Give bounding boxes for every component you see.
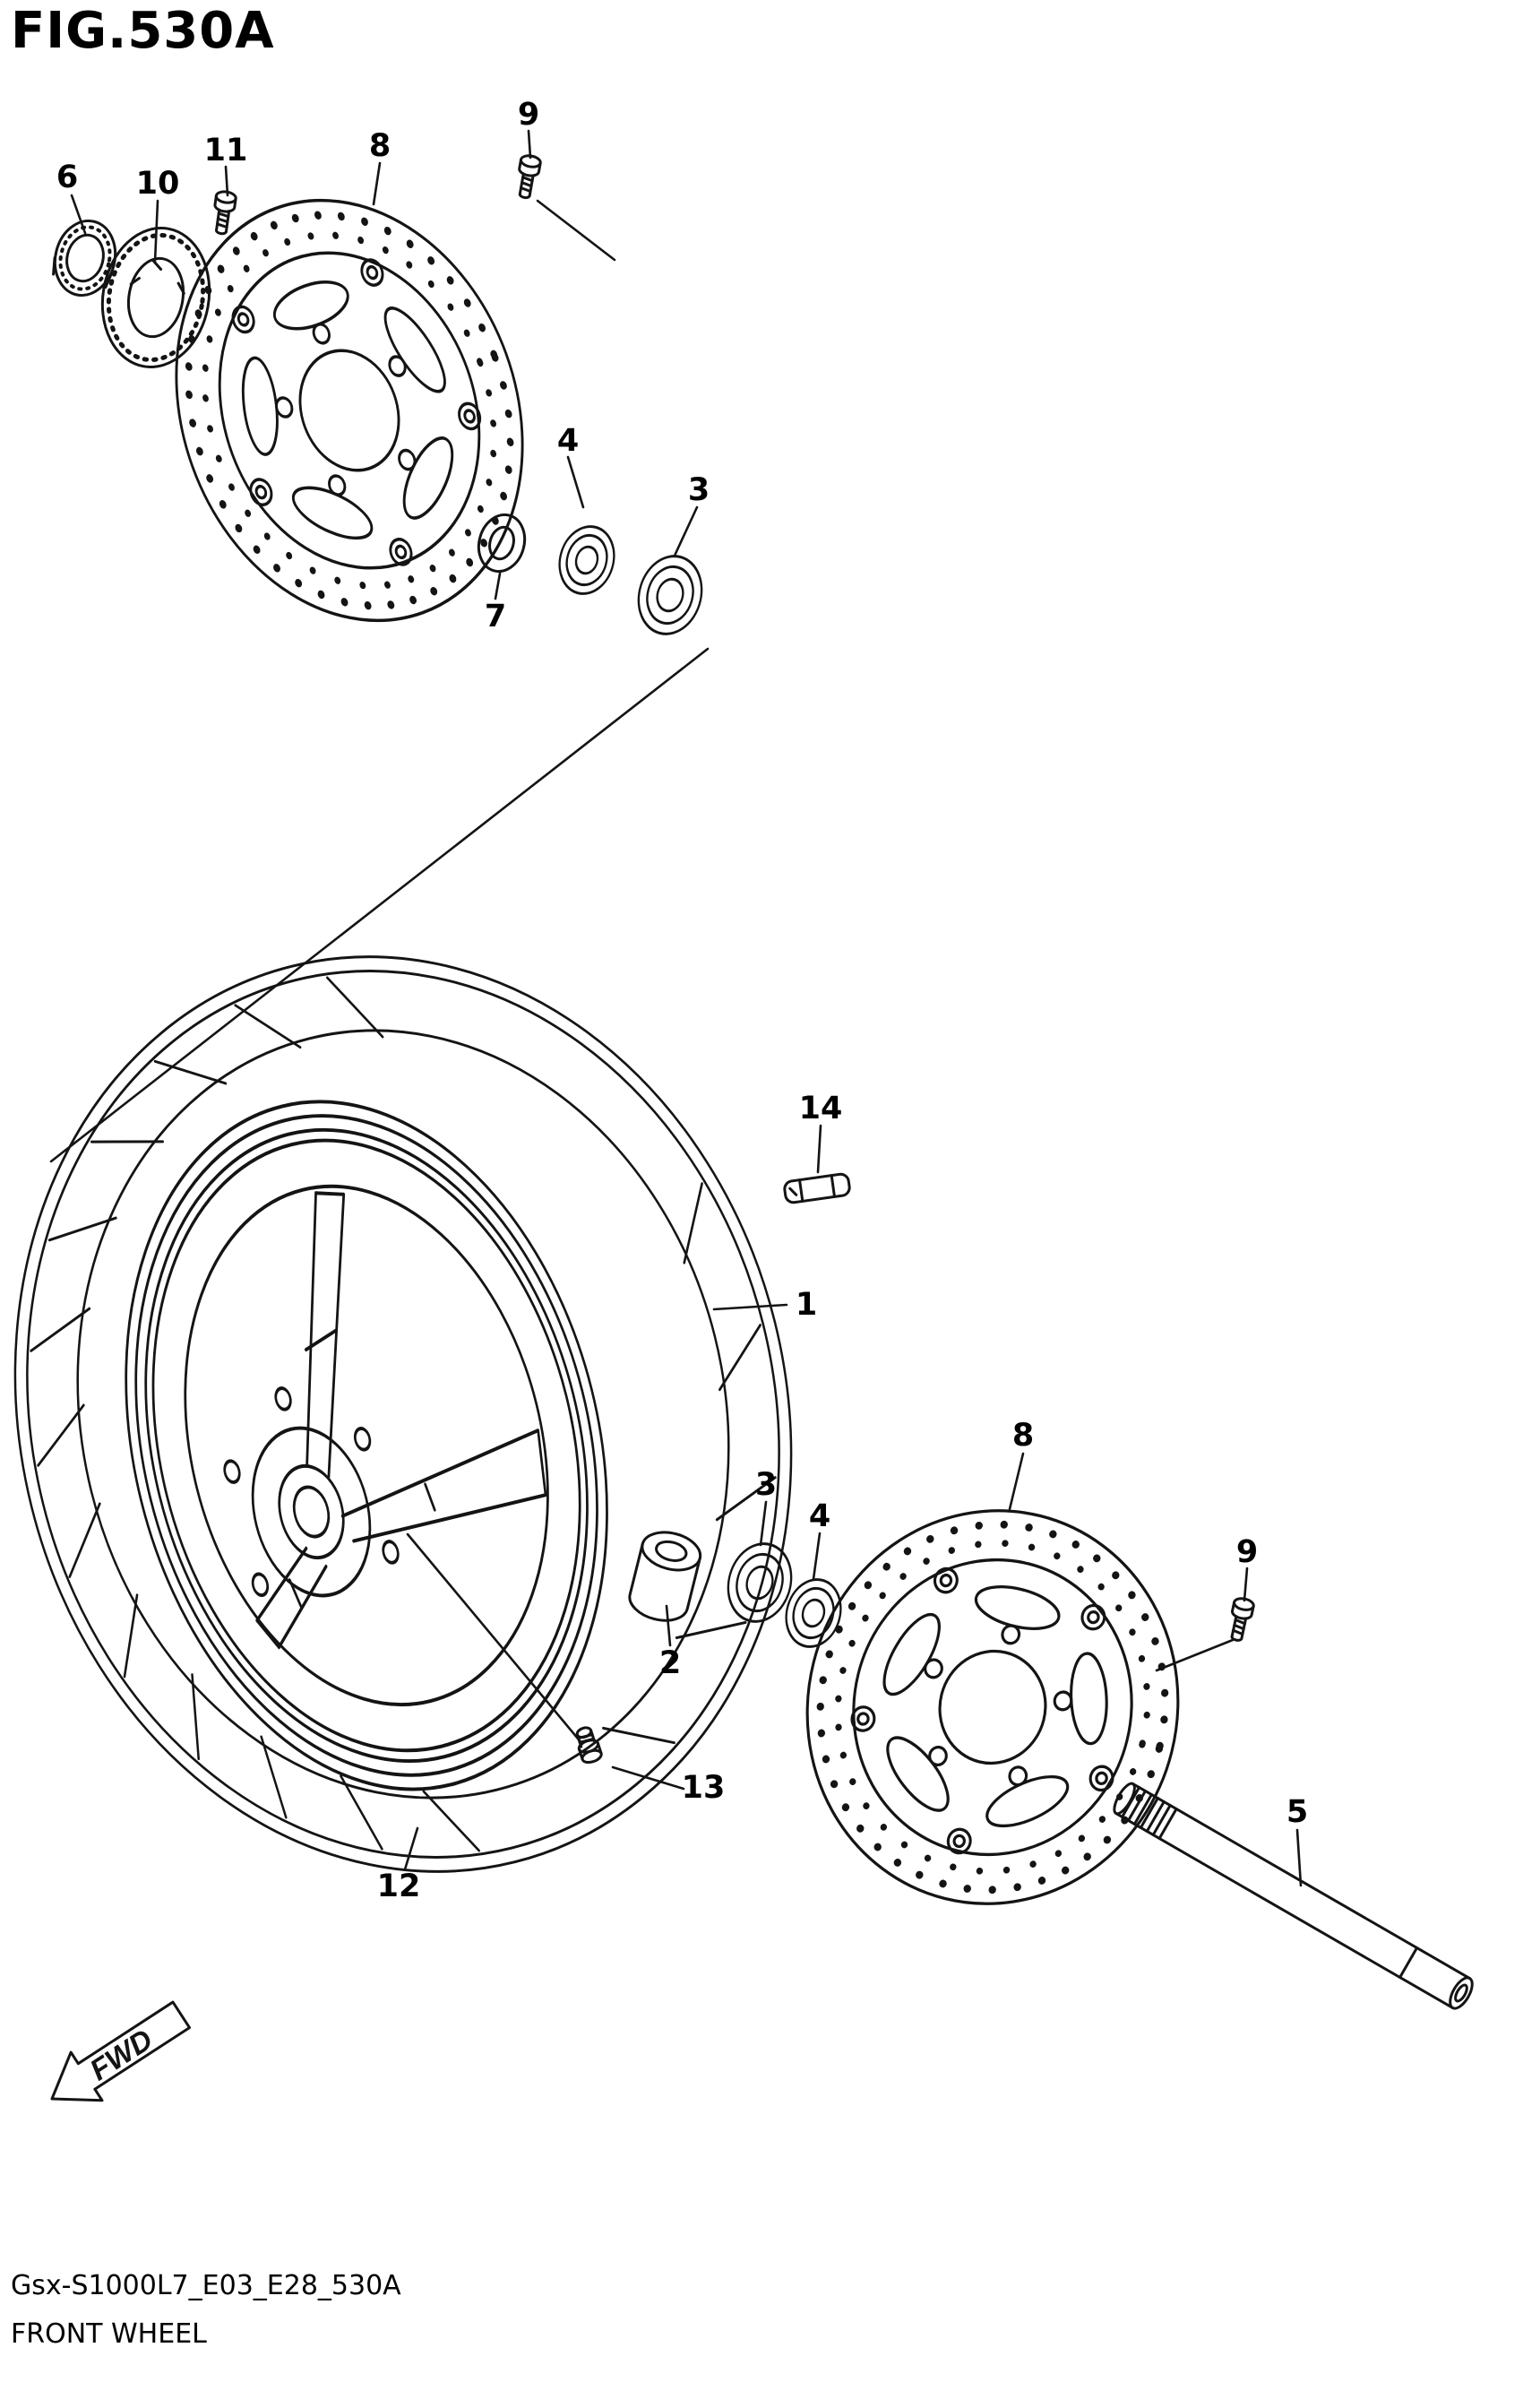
rotor-screw (210, 189, 238, 237)
footer-figure-code: Gsx-S1000L7_E03_E28_530A (11, 2270, 401, 2301)
callout-8-upper: 8 (368, 128, 392, 164)
wheel-rim (125, 1100, 608, 1791)
callout-13: 13 (681, 1770, 726, 1806)
sensor-rotor-washer (100, 227, 211, 368)
callout-7: 7 (484, 599, 507, 634)
spacer-collar (477, 513, 527, 574)
callout-6: 6 (56, 160, 79, 195)
callout-4-lower: 4 (808, 1498, 831, 1534)
callout-8-lower: 8 (1011, 1418, 1035, 1454)
axle-nut (52, 219, 117, 298)
wheel-spokes (255, 1191, 547, 1650)
disc-bolt-upper (512, 152, 543, 201)
footer-figure-name: FRONT WHEEL (11, 2318, 207, 2350)
hub-spacer (628, 1531, 702, 1622)
wheel-bearing-left-outer (628, 547, 712, 643)
callout-5: 5 (1286, 1794, 1309, 1830)
fwd-label: FWD (83, 2023, 158, 2087)
callout-9-upper: 9 (517, 97, 540, 133)
callout-2: 2 (658, 1645, 682, 1681)
wheel-bearing-left-inner (550, 518, 624, 602)
callout-3-upper: 3 (687, 472, 710, 508)
callout-14: 14 (798, 1091, 843, 1126)
brake-disc-right (766, 1472, 1219, 1944)
tire-tread-grooves (30, 976, 777, 1852)
wheel-bearing-right-outer (718, 1534, 802, 1631)
fwd-arrow-icon: FWD (50, 2000, 192, 2102)
callout-11: 11 (203, 133, 248, 168)
valve-stem (575, 1726, 603, 1765)
balance-weight (783, 1172, 851, 1204)
callout-10: 10 (135, 166, 180, 202)
leader-lines (49, 129, 1303, 1887)
wheel-bearing-right-inner (777, 1571, 850, 1655)
callout-3-lower: 3 (754, 1467, 778, 1503)
figure-title: FIG.530A (11, 2, 275, 60)
page-footer: Gsx-S1000L7_E03_E28_530A FRONT WHEEL (11, 2262, 401, 2359)
callout-12: 12 (376, 1869, 421, 1904)
brake-disc-left (119, 151, 580, 669)
front-axle (1113, 1782, 1474, 2010)
disc-bolt-lower (1225, 1595, 1256, 1644)
wheel-and-tire (13, 955, 793, 1873)
callout-9-lower: 9 (1235, 1534, 1259, 1570)
callout-4-upper: 4 (556, 423, 580, 459)
callout-1: 1 (795, 1287, 818, 1323)
